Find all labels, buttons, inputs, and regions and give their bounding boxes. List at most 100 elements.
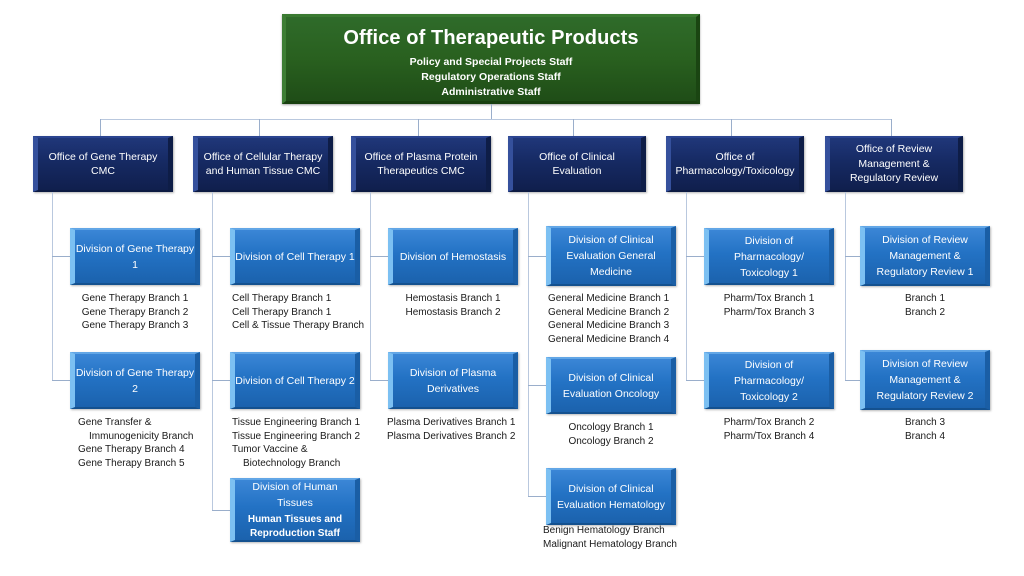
division-box-division-clinical-evaluation-hematology[interactable]: Division of Clinical Evaluation Hematolo… [546, 468, 676, 525]
connector-branch-col1-div1 [52, 256, 70, 257]
division-title: Division of Plasma Derivatives [409, 366, 497, 395]
division-subtitle: Human Tissues and Reproduction Staff [247, 514, 343, 539]
branch-list-division-hemostasis: Hemostasis Branch 1 Hemostasis Branch 2 [388, 292, 518, 319]
branch-item: Gene Therapy Branch 1 [81, 293, 189, 304]
connector-branch-col2-div2 [212, 380, 230, 381]
office-title: Office of Cellular Therapy and Human Tis… [203, 150, 323, 178]
connector-branch-col2-div1 [212, 256, 230, 257]
division-title: Division of Pharmacology/ Toxicology 1 [733, 234, 805, 279]
connector-office-drop [891, 119, 892, 136]
office-box-pharmacology-toxicology[interactable]: Office of Pharmacology/Toxicology [666, 136, 804, 192]
office-box-plasma-protein-therapeutics-cmc[interactable]: Office of Plasma Protein Therapeutics CM… [351, 136, 491, 192]
root-office-title: Office of Therapeutic Products [343, 27, 639, 49]
branch-item: Tumor Vaccine & [232, 444, 308, 455]
connector-branch-col5-div2 [686, 380, 704, 381]
branch-list-division-gene-therapy-2: Gene Transfer & Immunogenicity Branch Ge… [78, 416, 218, 470]
division-box-division-cell-therapy-2[interactable]: Division of Cell Therapy 2 [230, 352, 360, 409]
division-box-division-review-management-2[interactable]: Division of Review Management & Regulato… [860, 350, 990, 410]
branch-item: Gene Therapy Branch 3 [81, 320, 189, 331]
connector-branch-col6-div2 [845, 380, 863, 381]
office-title: Office of Pharmacology/Toxicology [675, 150, 795, 178]
branch-item: General Medicine Branch 3 [548, 320, 670, 331]
connector-office-drop [731, 119, 732, 136]
branch-item: Pharm/Tox Branch 4 [723, 430, 815, 442]
branch-list-division-review-management-2: Branch 3 Branch 4 [860, 416, 990, 443]
connector-branch-col3-div2 [370, 380, 388, 381]
division-title: Division of Review Management & Regulato… [876, 358, 974, 402]
division-box-division-plasma-derivatives[interactable]: Division of Plasma Derivatives [388, 352, 518, 409]
root-office-box[interactable]: Office of Therapeutic Products Policy an… [282, 14, 700, 104]
division-box-division-gene-therapy-1[interactable]: Division of Gene Therapy 1 [70, 228, 200, 285]
branch-item: Immunogenicity Branch [89, 430, 194, 442]
office-box-gene-therapy-cmc[interactable]: Office of Gene Therapy CMC [33, 136, 173, 192]
division-title: Division of Gene Therapy 1 [75, 242, 195, 271]
branch-list-division-gene-therapy-1: Gene Therapy Branch 1 Gene Therapy Branc… [70, 292, 200, 333]
branch-item: Pharm/Tox Branch 1 [723, 293, 815, 304]
office-box-review-management-regulatory-review[interactable]: Office of Review Management & Regulatory… [825, 136, 963, 192]
division-title: Division of Hemostasis [399, 250, 507, 263]
root-staff-item: Administrative Staff [441, 86, 541, 98]
division-box-division-pharmtox-1[interactable]: Division of Pharmacology/ Toxicology 1 [704, 228, 834, 285]
division-title: Division of Gene Therapy 2 [75, 366, 195, 395]
branch-item: Branch 4 [904, 430, 946, 442]
connector-branch-col3-div1 [370, 256, 388, 257]
branch-item: Hemostasis Branch 1 [405, 293, 501, 304]
division-box-division-cell-therapy-1[interactable]: Division of Cell Therapy 1 [230, 228, 360, 285]
connector-spine-col3 [370, 192, 371, 380]
office-title: Office of Plasma Protein Therapeutics CM… [364, 150, 478, 178]
branch-item: Branch 1 [904, 293, 946, 304]
connector-branch-col4-div2 [528, 385, 546, 386]
connector-office-bus [100, 119, 891, 120]
division-box-division-review-management-1[interactable]: Division of Review Management & Regulato… [860, 226, 990, 286]
division-box-division-human-tissues[interactable]: Division of Human Tissues Human Tissues … [230, 478, 360, 542]
connector-spine-col6 [845, 192, 846, 380]
connector-spine-col2 [212, 192, 213, 510]
branch-list-division-clinical-evaluation-hematology: Benign Hematology Branch Malignant Hemat… [543, 524, 693, 551]
branch-list-division-plasma-derivatives: Plasma Derivatives Branch 1 Plasma Deriv… [387, 416, 537, 443]
branch-item: General Medicine Branch 1 [548, 293, 670, 304]
branch-item: Gene Therapy Branch 4 [78, 444, 185, 455]
branch-item: Malignant Hematology Branch [543, 538, 677, 550]
connector-spine-col4 [528, 192, 529, 496]
root-staff-item: Regulatory Operations Staff [421, 71, 561, 83]
branch-item: Branch 3 [904, 417, 946, 428]
connector-office-drop [573, 119, 574, 136]
branch-item: Gene Therapy Branch 5 [78, 457, 185, 469]
office-box-cellular-therapy-human-tissue-cmc[interactable]: Office of Cellular Therapy and Human Tis… [193, 136, 333, 192]
branch-item: Benign Hematology Branch [543, 525, 665, 536]
branch-item: Pharm/Tox Branch 3 [723, 306, 815, 318]
office-box-clinical-evaluation[interactable]: Office of Clinical Evaluation [508, 136, 646, 192]
office-title: Office of Clinical Evaluation [539, 150, 615, 178]
connector-branch-col4-div1 [528, 256, 546, 257]
division-box-division-pharmtox-2[interactable]: Division of Pharmacology/ Toxicology 2 [704, 352, 834, 409]
connector-office-drop [259, 119, 260, 136]
division-title: Division of Clinical Evaluation Oncology [562, 371, 660, 400]
connector-branch-col5-div1 [686, 256, 704, 257]
branch-item: Cell Therapy Branch 1 [232, 306, 332, 318]
branch-item: Tissue Engineering Branch 1 [232, 417, 361, 428]
branch-item: Oncology Branch 1 [568, 422, 654, 433]
branch-list-division-clinical-evaluation-general-medicine: General Medicine Branch 1 General Medici… [548, 292, 693, 346]
branch-item: Biotechnology Branch [243, 457, 341, 469]
connector-root-stem [491, 104, 492, 119]
branch-list-division-review-management-1: Branch 1 Branch 2 [860, 292, 990, 319]
division-title: Division of Pharmacology/ Toxicology 2 [733, 358, 805, 403]
branch-item: Tissue Engineering Branch 2 [232, 430, 361, 442]
root-staff-item: Policy and Special Projects Staff [409, 56, 573, 68]
connector-branch-col4-div3 [528, 496, 546, 497]
division-title: Division of Human Tissues [252, 481, 338, 509]
division-box-division-clinical-evaluation-general-medicine[interactable]: Division of Clinical Evaluation General … [546, 226, 676, 286]
division-box-division-gene-therapy-2[interactable]: Division of Gene Therapy 2 [70, 352, 200, 409]
branch-list-division-cell-therapy-1: Cell Therapy Branch 1 Cell Therapy Branc… [232, 292, 377, 333]
connector-branch-col2-div3 [212, 510, 230, 511]
branch-item: Gene Therapy Branch 2 [81, 306, 189, 318]
branch-item: General Medicine Branch 2 [548, 306, 670, 318]
branch-item: Plasma Derivatives Branch 1 [387, 417, 516, 428]
branch-list-division-pharmtox-2: Pharm/Tox Branch 2 Pharm/Tox Branch 4 [704, 416, 834, 443]
branch-item: Gene Transfer & [78, 417, 152, 428]
division-box-division-hemostasis[interactable]: Division of Hemostasis [388, 228, 518, 285]
branch-item: Pharm/Tox Branch 2 [723, 417, 815, 428]
branch-item: Branch 2 [904, 306, 946, 318]
division-box-division-clinical-evaluation-oncology[interactable]: Division of Clinical Evaluation Oncology [546, 357, 676, 414]
